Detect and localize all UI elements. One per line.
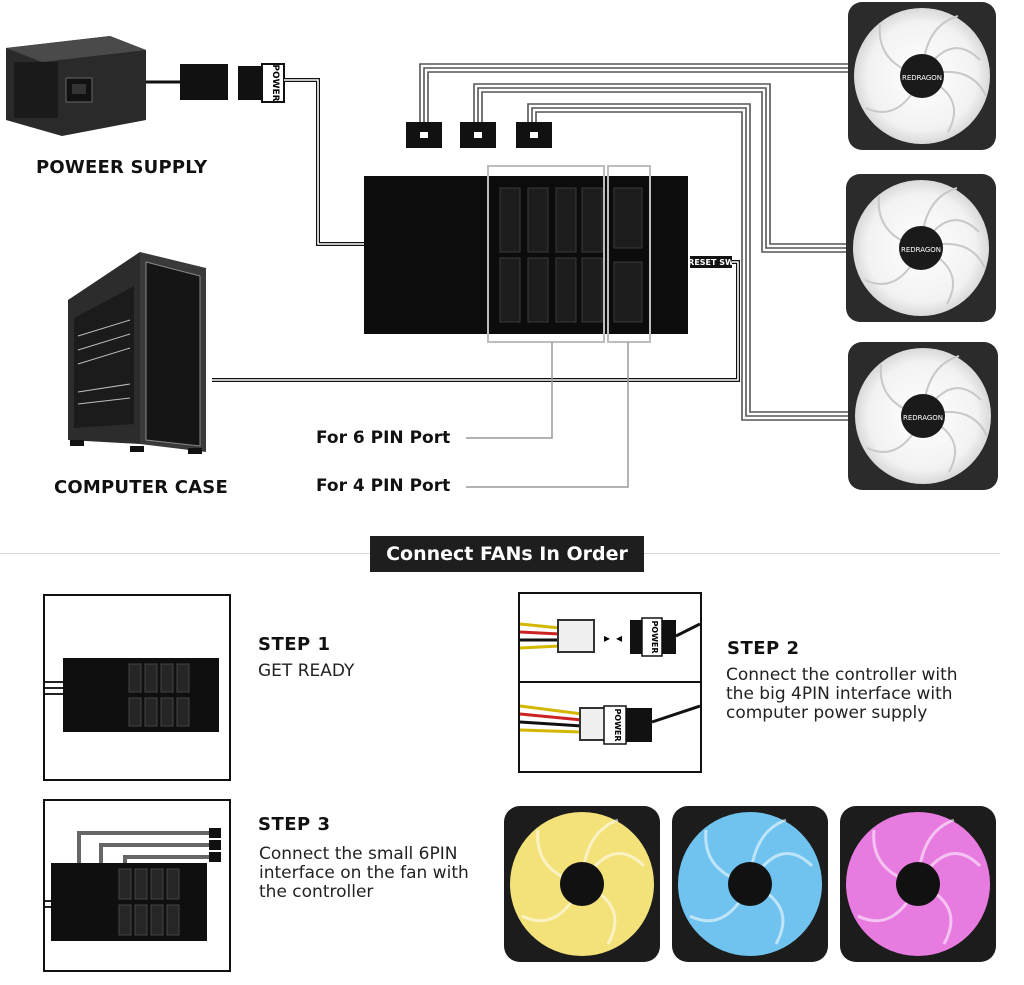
yellow-fan-icon [504, 806, 660, 962]
blue-fan-icon [672, 806, 828, 962]
molex-connector-female [180, 64, 228, 100]
six-pin-port-highlight [487, 165, 605, 343]
fan-connection-icon [45, 828, 221, 941]
power-connection-icon: ▸ ◂ POWER POWER [519, 617, 701, 745]
section-banner: Connect FANs In Order [370, 536, 644, 572]
fan-2-icon: REDRAGON [846, 174, 996, 322]
step-3-title: STEP 3 [258, 814, 331, 835]
colored-fans [504, 806, 996, 962]
step-2-title: STEP 2 [727, 638, 800, 659]
power-supply-icon [6, 36, 146, 136]
four-pin-port-highlight [607, 165, 651, 343]
svg-text:◂: ◂ [616, 631, 622, 645]
fan-1-icon: REDRAGON [848, 2, 996, 150]
controller-icon [45, 658, 219, 732]
computer-case-label: COMPUTER CASE [54, 477, 228, 498]
reset-switch-label: RESET SW [688, 258, 734, 267]
step-1-text: GET READY [258, 661, 355, 681]
step-2-text: Connect the controller with the big 4PIN… [726, 665, 958, 723]
svg-text:REDRAGON: REDRAGON [902, 74, 942, 82]
wiring-diagram: POWER RESET SW [6, 2, 998, 490]
step-2-image: ▸ ◂ POWER POWER [518, 592, 702, 773]
power-plug-label: POWER [270, 64, 280, 101]
computer-case-icon [68, 252, 206, 454]
step-3-image [43, 799, 231, 972]
pink-fan-icon [840, 806, 996, 962]
svg-text:POWER: POWER [613, 708, 622, 741]
svg-text:REDRAGON: REDRAGON [901, 246, 941, 254]
six-pin-port-label: For 6 PIN Port [316, 428, 451, 448]
svg-text:REDRAGON: REDRAGON [903, 414, 943, 422]
svg-text:▸: ▸ [604, 631, 610, 645]
step-3-text: Connect the small 6PIN interface on the … [259, 844, 469, 902]
fan-3-icon: REDRAGON [848, 342, 998, 490]
step-1-image [43, 594, 231, 781]
step-1-title: STEP 1 [258, 634, 331, 655]
power-supply-label: POWEER SUPPLY [36, 157, 208, 178]
svg-text:POWER: POWER [650, 620, 659, 653]
four-pin-port-label: For 4 PIN Port [316, 476, 451, 496]
